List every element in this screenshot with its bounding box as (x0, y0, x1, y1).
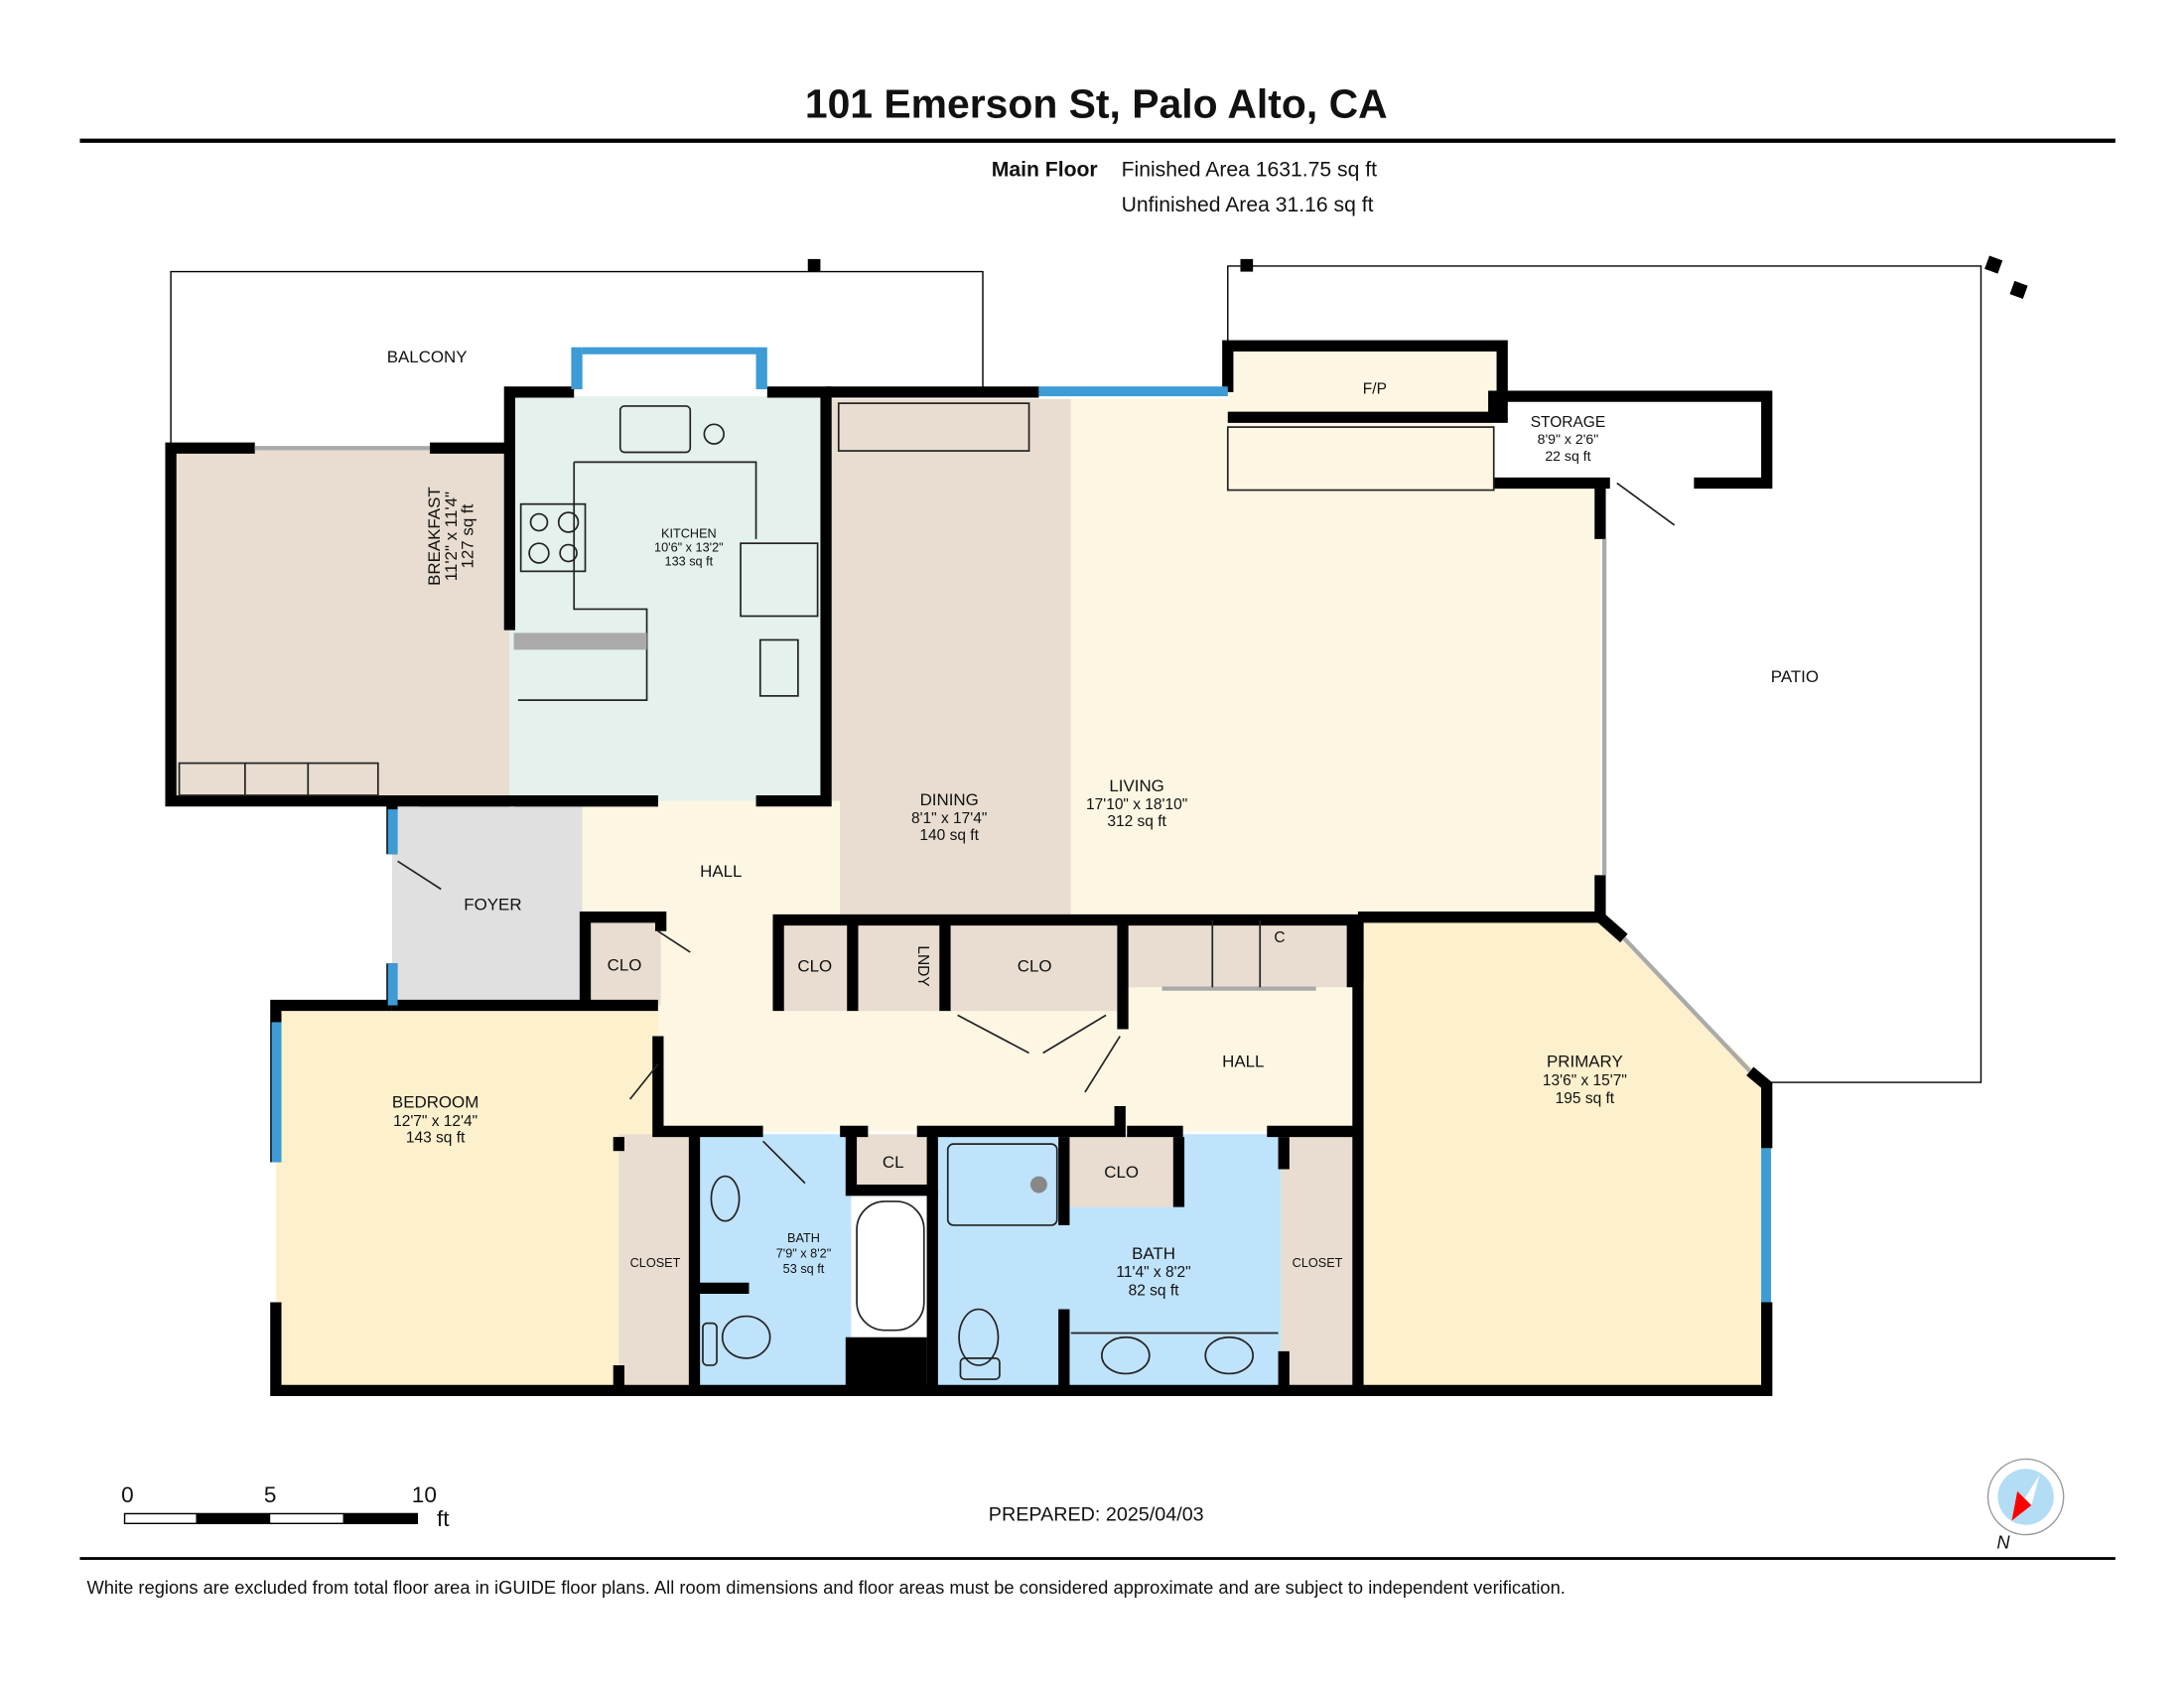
label-clo-a: CLO (797, 957, 832, 976)
label-c: C (1274, 929, 1285, 946)
label-clo-bath: CLO (1104, 1163, 1139, 1182)
room-storage (1493, 391, 1773, 488)
sliding-doors (254, 446, 1752, 1073)
label-bath1: BATH (787, 1231, 820, 1245)
room-labels: BALCONY BREAKFAST 11'2" x 11'4" 127 sq f… (387, 348, 1819, 1299)
bath1-area: 53 sq ft (783, 1262, 825, 1276)
kitchen-dims: 10'6" x 13'2" (654, 541, 724, 555)
living-area: 312 sq ft (1107, 813, 1166, 830)
patio-outline (1227, 265, 1982, 1083)
balcony-post (807, 258, 821, 272)
label-fp: F/P (1363, 380, 1387, 397)
room-breakfast (171, 448, 510, 801)
patio-post (1240, 258, 1254, 272)
label-hall2: HALL (1222, 1053, 1264, 1071)
room-clo-b (949, 919, 1121, 1012)
label-cl: CL (883, 1153, 904, 1172)
primary-dims: 13'6" x 15'7" (1543, 1072, 1627, 1089)
label-living: LIVING (1109, 776, 1163, 795)
fp-hearth (1226, 426, 1495, 492)
label-breakfast: BREAKFAST (425, 487, 444, 586)
room-closet-left (618, 1134, 692, 1387)
bath2-dims: 11'4" x 8'2" (1116, 1264, 1190, 1281)
label-closet-right: CLOSET (1293, 1256, 1343, 1270)
finished-area: Finished Area 1631.75 sq ft (1122, 159, 1378, 182)
label-balcony: BALCONY (387, 348, 468, 366)
room-clo-bath (1066, 1137, 1179, 1207)
label-patio: PATIO (1771, 667, 1819, 686)
footer-divider (79, 1557, 2116, 1560)
dining-dims: 8'1" x 17'4" (911, 810, 987, 827)
kitchen-fixtures (513, 402, 1030, 701)
room-clo-foyer (585, 916, 661, 1006)
label-clo-b: CLO (1018, 957, 1052, 976)
patio-post (1984, 255, 2003, 274)
page-title: 101 Emerson St, Palo Alto, CA (805, 80, 1388, 126)
walls (165, 340, 1773, 1396)
windows (271, 347, 1771, 1303)
storage-dims: 8'9" x 2'6" (1538, 431, 1599, 447)
room-foyer (391, 800, 583, 1006)
room-lndy (857, 919, 941, 1012)
breakfast-area: 127 sq ft (459, 503, 478, 568)
balcony-outline (170, 270, 984, 449)
unfinished-area: Unfinished Area 31.16 sq ft (1122, 194, 1374, 216)
room-primary (1357, 916, 1767, 1391)
bedroom-dims: 12'7" x 12'4" (393, 1113, 478, 1130)
room-c-cabinets (1127, 919, 1351, 988)
primary-area: 195 sq ft (1556, 1090, 1615, 1107)
scale-tick-0: 0 (121, 1482, 134, 1507)
label-bath2: BATH (1132, 1244, 1175, 1263)
scale-tick-5: 5 (264, 1482, 277, 1507)
bedroom-area: 143 sq ft (406, 1130, 466, 1147)
scale-bar: 0 5 10 ft (121, 1482, 450, 1531)
room-dining (826, 398, 1071, 917)
label-bedroom: BEDROOM (392, 1092, 478, 1111)
compass-north-label: N (1996, 1532, 2010, 1553)
room-closet-right (1281, 1134, 1354, 1387)
doors (397, 482, 1676, 1185)
label-primary: PRIMARY (1547, 1053, 1623, 1071)
label-hall: HALL (700, 862, 742, 881)
scale-unit: ft (437, 1506, 450, 1531)
label-lndy: LNDY (914, 945, 931, 986)
c-cabinet-lines (1211, 919, 1262, 988)
header-divider (79, 138, 2116, 143)
room-kitchen (509, 396, 827, 801)
patio-post (2009, 280, 2028, 299)
breakfast-dims: 11'2" x 11'4" (442, 492, 461, 581)
room-bath1 (691, 1134, 852, 1387)
dining-area: 140 sq ft (919, 827, 979, 844)
floor-label: Main Floor (992, 159, 1098, 182)
room-bedroom (275, 1005, 658, 1391)
breakfast-cabinets (178, 762, 379, 796)
bath-fixtures (702, 1143, 1279, 1380)
bath2-area: 82 sq ft (1129, 1282, 1180, 1299)
room-cl (851, 1134, 933, 1191)
label-kitchen: KITCHEN (661, 527, 717, 541)
prepared-date: PREPARED: 2025/04/03 (989, 1503, 1204, 1525)
label-closet-left: CLOSET (630, 1256, 681, 1270)
room-hall-dining-ext (826, 800, 841, 920)
label-storage: STORAGE (1531, 414, 1606, 431)
label-foyer: FOYER (464, 896, 521, 914)
room-clo-a (778, 919, 849, 1012)
living-dims: 17'10" x 18'10" (1086, 796, 1187, 813)
storage-area: 22 sq ft (1545, 448, 1590, 464)
kitchen-area: 133 sq ft (665, 555, 714, 569)
disclaimer: White regions are excluded from total fl… (86, 1577, 1565, 1598)
label-dining: DINING (920, 790, 979, 809)
bath1-dims: 7'9" x 8'2" (776, 1246, 831, 1260)
label-clo-foyer: CLO (608, 955, 642, 974)
compass-icon: N (1986, 1458, 2065, 1553)
scale-tick-10: 10 (412, 1482, 437, 1507)
